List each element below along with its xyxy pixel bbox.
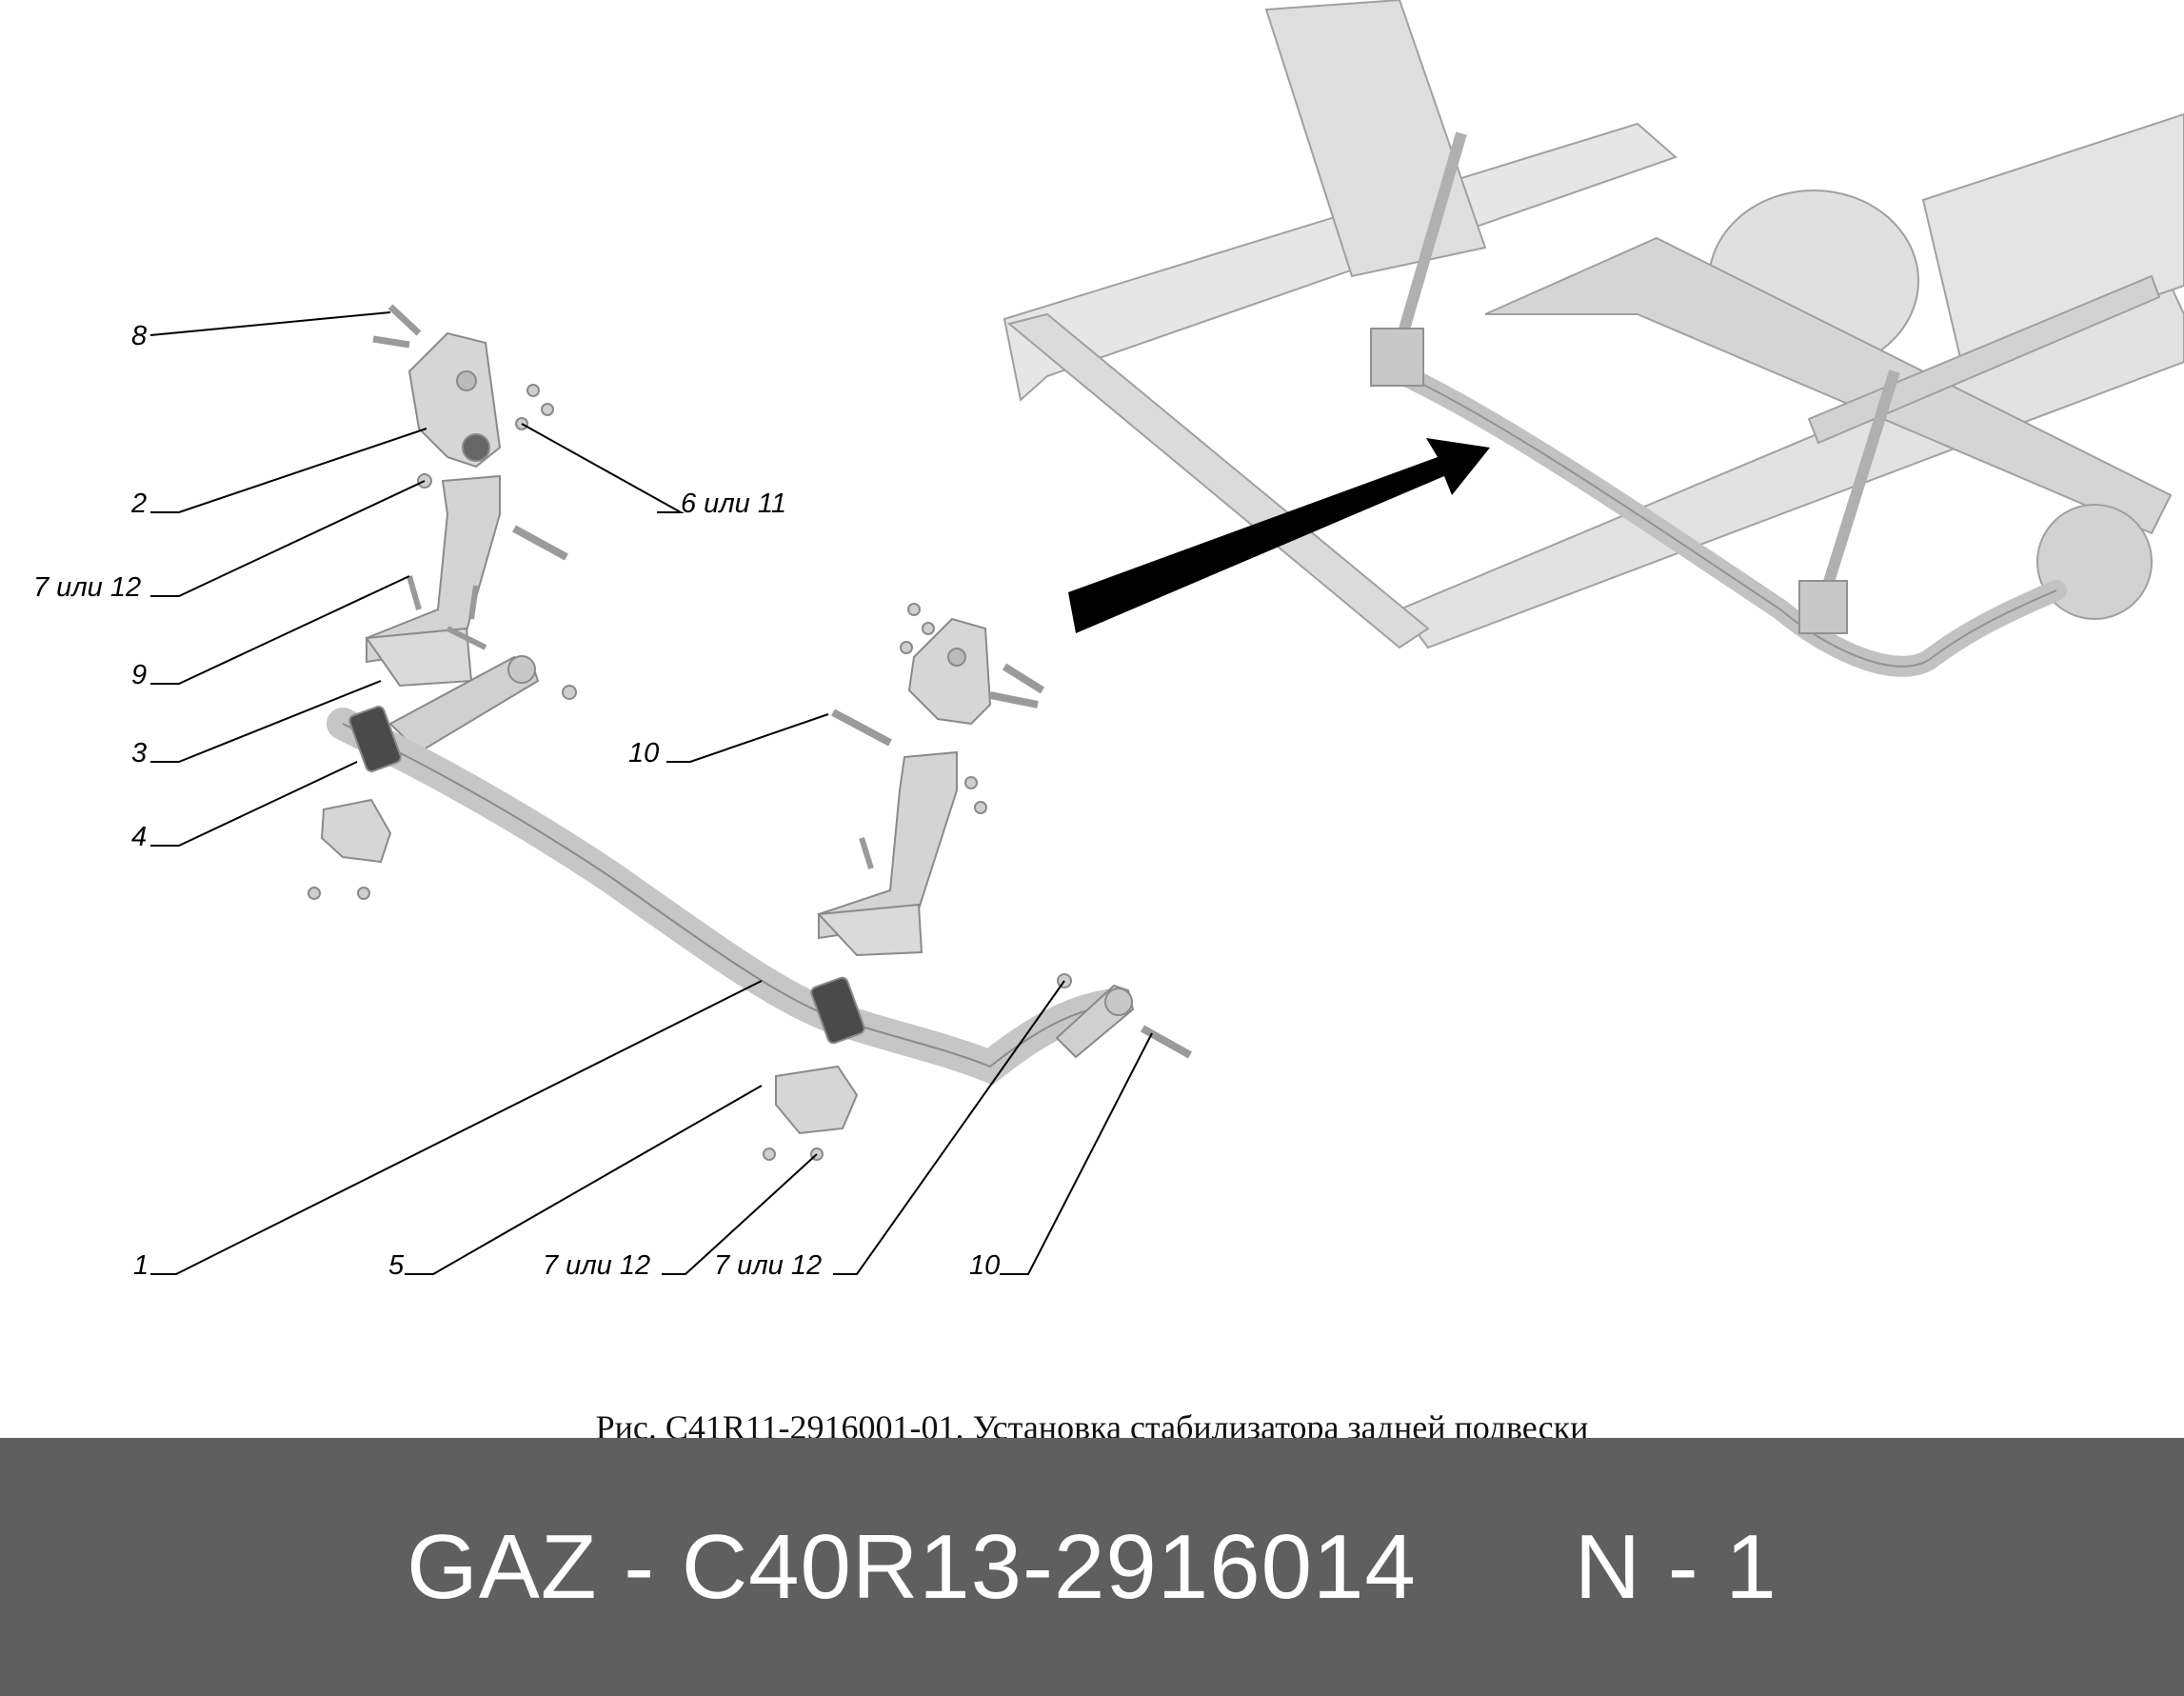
- clamp-5-left: [320, 798, 392, 864]
- bolt-9-long: [512, 525, 568, 561]
- bolt-10-upper: [831, 708, 892, 747]
- link-bracket-2: [407, 331, 502, 469]
- clamp-5-right: [775, 1065, 859, 1135]
- frame-crossmember-top: [1264, 0, 1487, 278]
- callout-5: 5: [388, 1250, 405, 1281]
- stabilizer-bar-1: [327, 708, 1130, 1086]
- link-bracket-2-right: [907, 617, 992, 726]
- callout-10-upper: 10: [628, 738, 659, 768]
- callout-9: 9: [131, 660, 147, 690]
- location-arrow: [1068, 438, 1490, 633]
- part-number-banner: GAZ - C40R13-2916014 N - 1: [0, 1438, 2184, 1696]
- axle-beam: [1484, 236, 2173, 535]
- bushing-4-right: [810, 976, 865, 1045]
- stabilizer-link-right-context: [1817, 369, 1900, 602]
- callout-7-or-12-lower-b: 7 или 12: [714, 1250, 822, 1281]
- exploded-parts: [308, 304, 1192, 1161]
- callout-4: 4: [131, 822, 147, 852]
- vehicle-frame-context: [1003, 0, 2184, 677]
- callout-labels: 8 2 6 или 11 7 или 12 9 3 4 10 1 5 7 или…: [33, 321, 1000, 1281]
- stabilizer-link-left-context: [1389, 131, 1467, 364]
- part-number: GAZ - C40R13-2916014: [407, 1515, 1417, 1618]
- callout-7-or-12-upper: 7 или 12: [33, 572, 141, 603]
- callout-3: 3: [131, 738, 147, 768]
- mounting-bracket-9-right: [818, 750, 958, 940]
- footer-spacer: [1417, 1515, 1575, 1620]
- leaf-spring: [1807, 274, 2161, 445]
- leader-lines: [149, 311, 1153, 1275]
- callout-1: 1: [133, 1250, 149, 1281]
- bolt-8: [372, 304, 422, 349]
- bolt-10-lower: [1141, 1025, 1192, 1059]
- nuts-6: [515, 384, 554, 430]
- bushing-4-left: [348, 706, 402, 772]
- exploded-assembly-diagram: 8 2 6 или 11 7 или 12 9 3 4 10 1 5 7 или…: [33, 0, 2184, 1281]
- callout-8: 8: [131, 321, 147, 351]
- callout-10-lower: 10: [969, 1250, 1000, 1281]
- mounting-bracket-9: [366, 474, 501, 664]
- callout-6-or-11: 6 или 11: [681, 489, 786, 519]
- quantity: N - 1: [1574, 1515, 1777, 1618]
- callout-7-or-12-lower-a: 7 или 12: [543, 1250, 650, 1281]
- callout-2: 2: [130, 489, 147, 519]
